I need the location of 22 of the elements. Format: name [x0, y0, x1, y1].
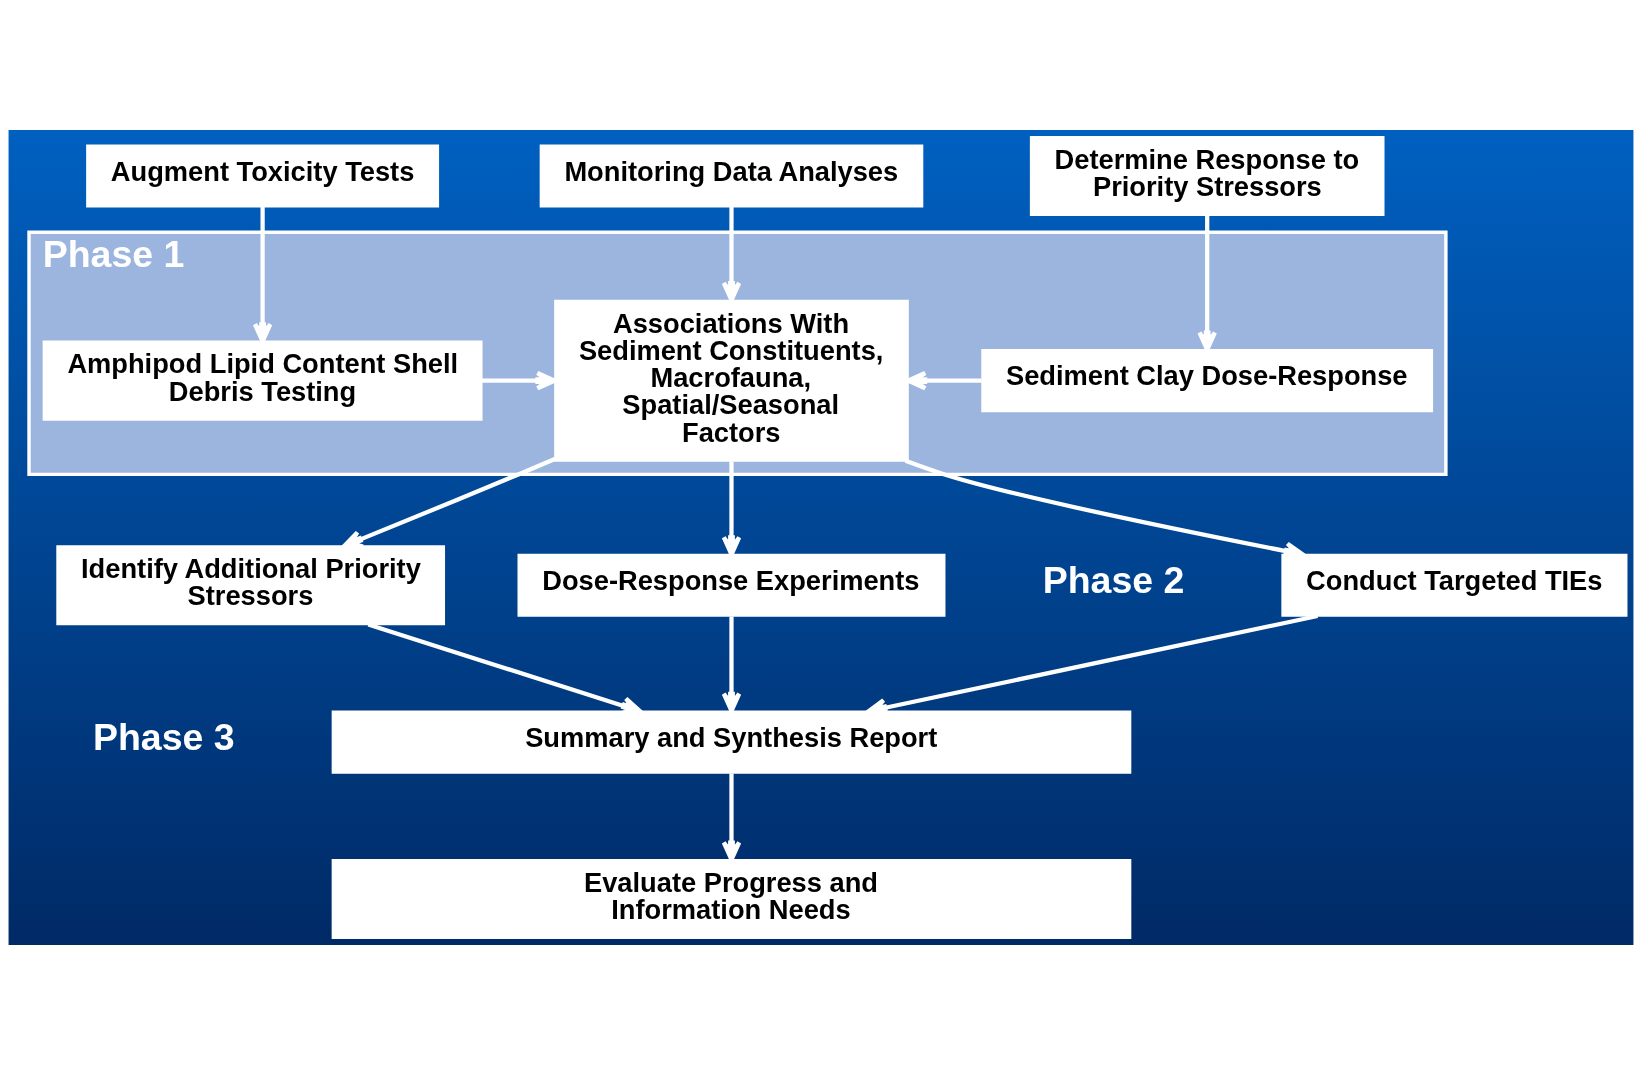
arrow: [721, 616, 742, 714]
arrow: [1197, 215, 1217, 352]
arrow: [721, 207, 742, 303]
node-box: Associations With Sediment Constituents, Macrofauna, Spatial/Seasonal Factors: [554, 299, 909, 462]
arrow: [721, 461, 742, 557]
node-box: Identify Additional Priority Stressors: [56, 545, 446, 626]
arrow: [481, 370, 557, 391]
node-box: Summary and Synthesis Report: [331, 710, 1132, 774]
node-box: Augment Toxicity Tests: [86, 144, 440, 208]
arrow: [721, 773, 742, 862]
node-box: Monitoring Data Analyses: [539, 144, 924, 208]
node-box: Amphipod Lipid Content Shell Debris Testing: [42, 340, 483, 421]
node-box: Evaluate Progress and Information Needs: [331, 858, 1132, 940]
node-box: Determine Response to Priority Stressors: [1029, 135, 1385, 217]
arrow: [342, 457, 556, 549]
node-box: Conduct Targeted TIEs: [1281, 553, 1628, 617]
node-box: Dose-Response Experiments: [517, 553, 946, 617]
label: Phase 2: [1042, 559, 1185, 602]
arrow: [905, 370, 982, 391]
node-box: Sediment Clay Dose-Response: [981, 349, 1434, 413]
arrow: [252, 207, 273, 344]
label: Phase 3: [92, 715, 235, 758]
